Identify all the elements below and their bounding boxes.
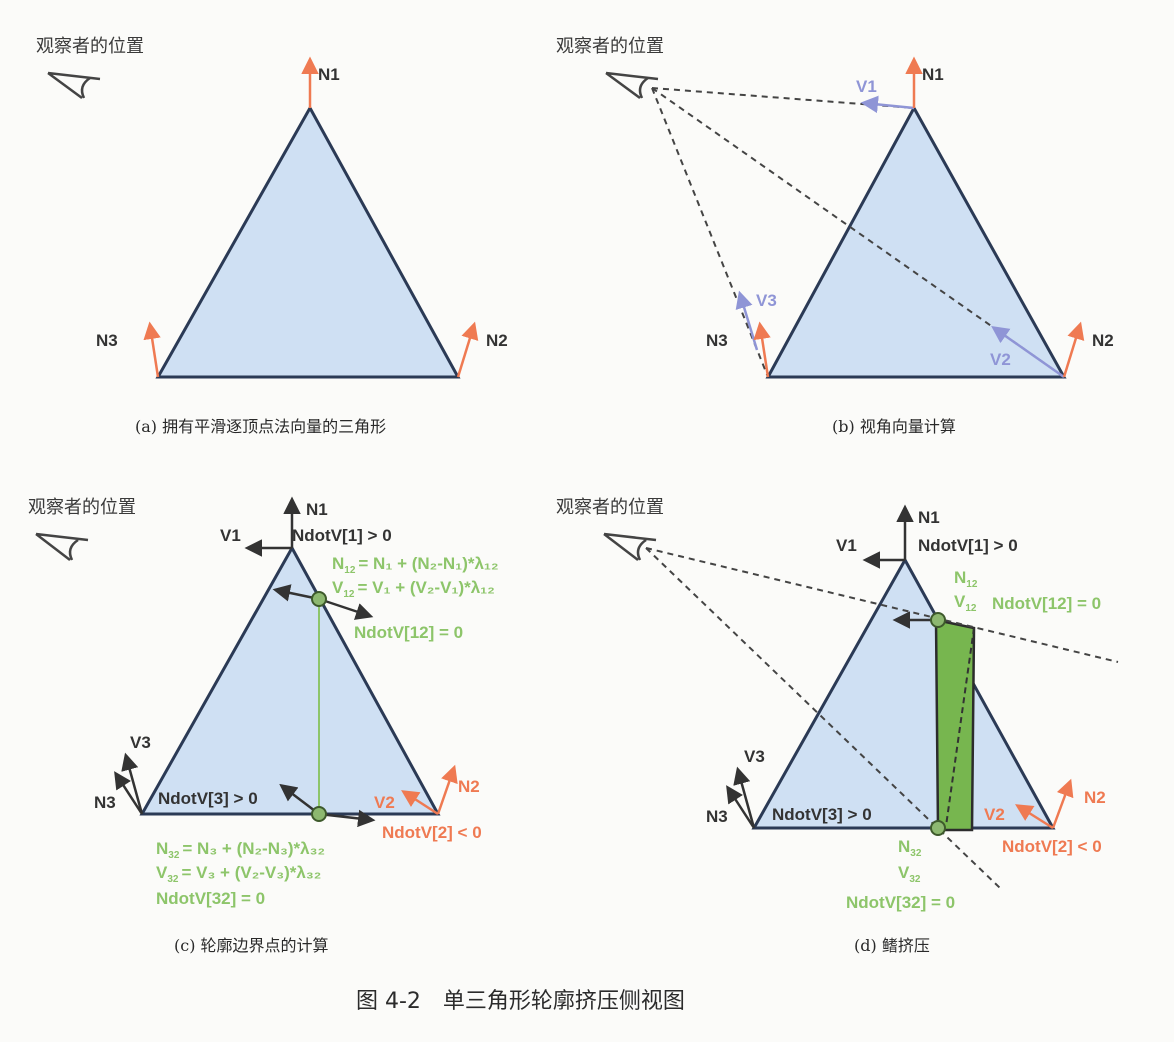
label-v3: V3 (756, 291, 777, 310)
label-n3: N3 (96, 331, 118, 350)
observer-label: 观察者的位置 (556, 36, 664, 57)
silhouette-point-32 (311, 806, 327, 822)
label-v1: V1 (220, 526, 241, 545)
view-vector-v1-arrow (860, 95, 915, 114)
label-n3: N3 (94, 793, 116, 812)
normal-n3-arrow (753, 321, 771, 378)
normal-n12-arrow (318, 597, 374, 620)
label-v12: V12 (954, 592, 977, 614)
formula-n32: N32= N₃ + (N₂-N₃)*λ₃₂ (156, 839, 325, 861)
label-v2: V2 (374, 793, 395, 812)
eye-icon (35, 532, 89, 561)
label-n3: N3 (706, 331, 728, 350)
view-vector-v3-arrow (735, 290, 759, 351)
label-n2: N2 (1092, 331, 1114, 350)
eye-icon (47, 71, 101, 100)
observer-label: 观察者的位置 (556, 497, 664, 518)
view-vector-v3-arrow (121, 752, 144, 815)
caption-b: (b) 视角向量计算 (832, 417, 956, 436)
label-ndotv12: NdotV[12] = 0 (992, 594, 1101, 613)
label-n12: N12 (954, 568, 978, 590)
normal-n3-arrow (726, 785, 756, 829)
formula-v12: V12= V₁ + (V₂-V₁)*λ₁₂ (332, 578, 495, 600)
label-v32: V32 (898, 863, 921, 885)
figure-title: 图 4-2 单三角形轮廓挤压侧视图 (356, 989, 685, 1014)
panel-d: 观察者的位置 N1 NdotV[1] > 0 V1 N12 V12 NdotV[… (556, 497, 1119, 955)
label-n1: N1 (918, 508, 940, 527)
view-vector-v2-arrow (991, 325, 1065, 379)
label-ndotv3: NdotV[3] > 0 (158, 789, 258, 808)
panel-c: 观察者的位置 N1 NdotV[1] > 0 V1 N12= N₁ + (N₂-… (28, 496, 499, 955)
label-v3: V3 (130, 733, 151, 752)
panel-a: 观察者的位置 N1 N3 N2 (a) 拥有平滑逐顶点法向量的三角形 (36, 36, 508, 436)
triangle (139, 544, 441, 816)
label-ndotv1: NdotV[1] > 0 (918, 536, 1018, 555)
formula-v32: V32= V₃ + (V₂-V₃)*λ₃₂ (156, 863, 321, 885)
silhouette-point-12 (930, 612, 946, 628)
normal-n2-arrow (436, 764, 458, 815)
label-v2: V2 (990, 350, 1011, 369)
label-n2: N2 (486, 331, 508, 350)
label-ndotv3: NdotV[3] > 0 (772, 805, 872, 824)
normal-n3-arrow (114, 771, 144, 815)
label-ndotv32: NdotV[32] = 0 (846, 893, 955, 912)
label-v1: V1 (836, 536, 857, 555)
normal-n2-arrow (456, 321, 479, 378)
label-v3: V3 (744, 747, 765, 766)
extruded-fin (934, 618, 976, 832)
eye-icon (603, 532, 657, 561)
label-v1: V1 (856, 77, 877, 96)
eye-icon (605, 71, 659, 100)
observer-label: 观察者的位置 (36, 36, 144, 57)
caption-c: (c) 轮廓边界点的计算 (174, 936, 329, 955)
view-vector-v2-arrow (1015, 804, 1054, 830)
normal-n2-arrow (1051, 778, 1074, 829)
triangle (765, 104, 1067, 379)
normal-n32-arrow (318, 809, 376, 828)
silhouette-point-12 (311, 591, 327, 607)
silhouette-point-32 (930, 820, 946, 836)
label-ndotv2: NdotV[2] < 0 (382, 823, 482, 842)
label-ndotv2: NdotV[2] < 0 (1002, 837, 1102, 856)
triangle (155, 104, 461, 379)
label-n2: N2 (1084, 788, 1106, 807)
label-n2: N2 (458, 777, 480, 796)
triangle (751, 556, 1056, 830)
label-n1: N1 (306, 500, 328, 519)
label-ndotv12: NdotV[12] = 0 (354, 623, 463, 642)
label-n1: N1 (318, 65, 340, 84)
observer-label: 观察者的位置 (28, 497, 136, 518)
label-n1: N1 (922, 65, 944, 84)
view-line-12 (645, 547, 1119, 663)
fin-diagonal (945, 627, 975, 827)
normal-n3-arrow (143, 321, 161, 378)
view-vector-v2-arrow (401, 790, 439, 816)
label-n32: N32 (898, 837, 922, 859)
view-vector-v3-arrow (733, 766, 756, 829)
formula-n12: N12= N₁ + (N₂-N₁)*λ₁₂ (332, 554, 499, 576)
normal-n2-arrow (1062, 321, 1085, 378)
panel-b: 观察者的位置 N1 V1 N3 V3 N2 V2 (b) 视角向量计算 (556, 36, 1114, 436)
label-v2: V2 (984, 805, 1005, 824)
label-ndotv32: NdotV[32] = 0 (156, 889, 265, 908)
view-line-3 (651, 87, 769, 378)
caption-d: (d) 鳍挤压 (854, 936, 930, 955)
caption-a: (a) 拥有平滑逐顶点法向量的三角形 (135, 417, 386, 436)
label-ndotv1: NdotV[1] > 0 (292, 526, 392, 545)
label-n3: N3 (706, 807, 728, 826)
